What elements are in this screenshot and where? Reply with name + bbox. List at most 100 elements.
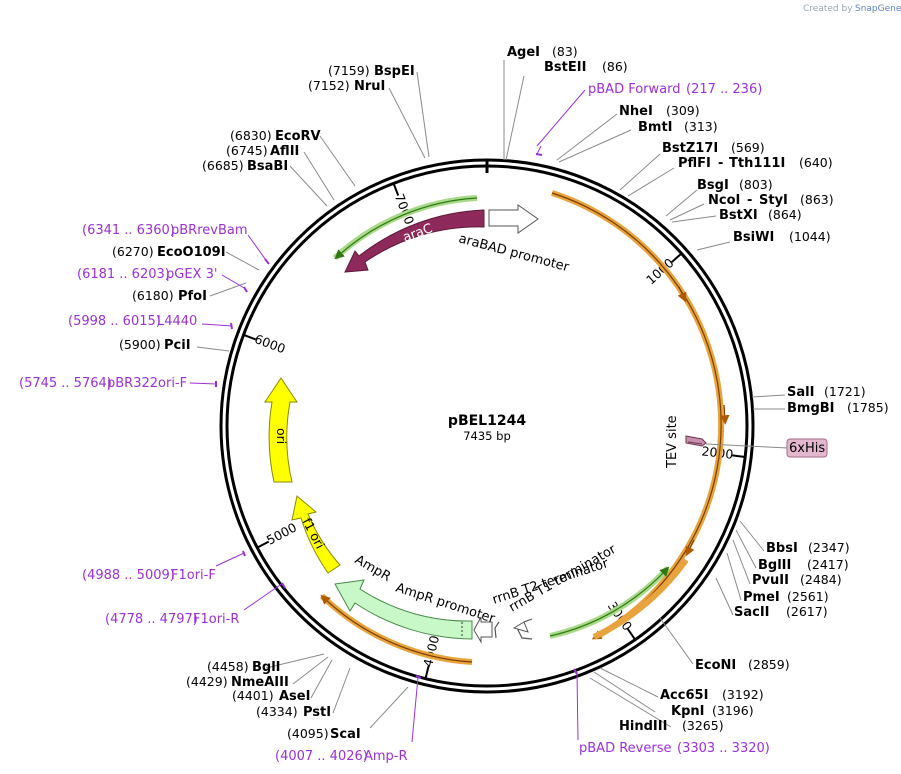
orf-arrow-3 — [685, 539, 695, 557]
site-EcoO109I: EcoO109I — [157, 245, 226, 260]
orf-outer-right — [551, 192, 722, 640]
feature-AmpR-promoter[interactable] — [473, 616, 493, 644]
primer-Amp-R: Amp-R — [364, 749, 408, 764]
feature-f1-ori-label: f1 ori — [299, 515, 328, 551]
svg-text:(6745): (6745) — [226, 143, 268, 158]
site-NheI: NheI — [619, 104, 653, 119]
site-AgeI: AgeI — [507, 45, 540, 60]
site-PmeI: PmeI — [743, 590, 780, 605]
svg-text:-: - — [747, 193, 752, 208]
svg-text:(1785): (1785) — [847, 400, 889, 415]
feature-rrnB-T2-terminator[interactable] — [494, 621, 500, 639]
primer-L4440: L4440 — [157, 314, 197, 329]
tick-mark-4000 — [424, 665, 430, 679]
feature-araBAD-promoter[interactable] — [488, 204, 539, 234]
credit-brand: SnapGene — [855, 4, 901, 14]
svg-text:-: - — [718, 156, 723, 171]
site-BsiWI: BsiWI — [733, 230, 774, 245]
svg-text:(6685): (6685) — [202, 158, 244, 173]
orf-arrow-2 — [719, 404, 730, 425]
site-NcoI: NcoI — [708, 193, 740, 208]
feature-rrnB-T1-terminator[interactable] — [512, 618, 533, 640]
site-BsaBI: BsaBI — [247, 159, 288, 174]
site-EcoRV: EcoRV — [275, 129, 321, 144]
svg-text:(2417): (2417) — [807, 557, 849, 572]
feature-6xHis[interactable] — [786, 438, 828, 458]
orf-green-top — [334, 197, 478, 260]
orf-bottom-left — [320, 594, 473, 663]
plasmid-length: 7435 bp — [463, 429, 511, 443]
site-PstI: PstI — [303, 705, 331, 720]
feature-tev-site[interactable] — [685, 435, 707, 447]
site-HindIII: HindIII — [619, 719, 667, 734]
site-NruI: NruI — [354, 79, 385, 94]
tick-mark-6000 — [243, 333, 257, 341]
svg-text:(4988 .. 5009): (4988 .. 5009) — [82, 568, 175, 583]
svg-text:(5900): (5900) — [119, 337, 161, 352]
site-PciI: PciI — [164, 338, 191, 353]
svg-text:(3265): (3265) — [682, 718, 724, 733]
feature-ori-label: ori — [274, 428, 289, 444]
orf-green-bottom — [549, 566, 670, 637]
svg-text:(309): (309) — [666, 103, 700, 118]
svg-text:(3192): (3192) — [722, 687, 764, 702]
primer-pGEX3: pGEX 3' — [166, 267, 217, 282]
site-BbsI: BbsI — [766, 541, 798, 556]
site-Tth111I: Tth111I — [729, 156, 785, 171]
site-AseI: AseI — [279, 689, 310, 704]
feature-ori[interactable] — [264, 377, 298, 483]
site-leaders — [196, 60, 786, 729]
primer-leaders — [189, 89, 586, 743]
site-AflII: AflII — [270, 144, 299, 159]
svg-text:(3196): (3196) — [712, 703, 754, 718]
feature-f1-ori[interactable] — [291, 495, 341, 574]
site-ScaI: ScaI — [330, 727, 361, 742]
credit-prefix: Created by — [803, 4, 853, 14]
svg-text:(863): (863) — [800, 192, 834, 207]
tick-mark-2000 — [732, 454, 746, 458]
site-BglI: BglI — [252, 660, 281, 675]
orf-bottom-right-outline — [592, 558, 689, 640]
site-BsgI: BsgI — [697, 178, 729, 193]
svg-text:(4458): (4458) — [207, 659, 249, 674]
svg-text:(2859): (2859) — [748, 657, 790, 672]
primer-pBAD-Forward: pBAD Forward — [588, 82, 681, 97]
site-BstXI: BstXI — [719, 208, 758, 223]
svg-text:(2347): (2347) — [808, 540, 850, 555]
primer-F1ori-F: F1ori-F — [171, 568, 216, 583]
site-PvuII: PvuII — [752, 573, 789, 588]
svg-text:(7152): (7152) — [308, 78, 350, 93]
svg-text:(2561): (2561) — [787, 589, 829, 604]
svg-text:(4778 .. 4797): (4778 .. 4797) — [105, 612, 198, 627]
site-BstEII: BstEII — [544, 60, 586, 75]
svg-text:(313): (313) — [684, 119, 718, 134]
primer-marks — [215, 153, 578, 679]
feature-araC[interactable] — [344, 209, 485, 273]
primer-labels: pBAD Forward (217 .. 236) pBAD Reverse (… — [19, 82, 770, 764]
svg-text:(4401): (4401) — [232, 688, 274, 703]
site-EcoNI: EcoNI — [695, 658, 736, 673]
svg-text:(6181 .. 6203): (6181 .. 6203) — [77, 267, 170, 282]
svg-text:(4334): (4334) — [256, 704, 298, 719]
svg-text:(803): (803) — [739, 177, 773, 192]
site-Acc65I: Acc65I — [660, 688, 708, 703]
feature-tev-site-label: TEV site — [665, 415, 680, 469]
feature-AmpR[interactable] — [334, 579, 473, 640]
site-BstZ17I: BstZ17I — [662, 141, 718, 156]
site-SalI: SalI — [787, 385, 814, 400]
primer-pBAD-Reverse: pBAD Reverse — [579, 741, 671, 756]
site-PflFI: PflFI — [678, 156, 711, 171]
svg-text:(2484): (2484) — [800, 572, 842, 587]
tick-mark-7000 — [392, 183, 400, 196]
svg-text:(6270): (6270) — [112, 244, 154, 259]
svg-text:(4429): (4429) — [186, 674, 228, 689]
his-leader — [705, 443, 789, 449]
feature-6xHis-label: 6xHis — [789, 441, 825, 456]
site-BmtI: BmtI — [638, 120, 673, 135]
svg-text:(6180): (6180) — [132, 288, 174, 303]
svg-text:(4095): (4095) — [287, 726, 329, 741]
svg-text:(6830): (6830) — [230, 128, 272, 143]
svg-text:(640): (640) — [799, 155, 833, 170]
primer-F1ori-R: F1ori-R — [193, 612, 239, 627]
